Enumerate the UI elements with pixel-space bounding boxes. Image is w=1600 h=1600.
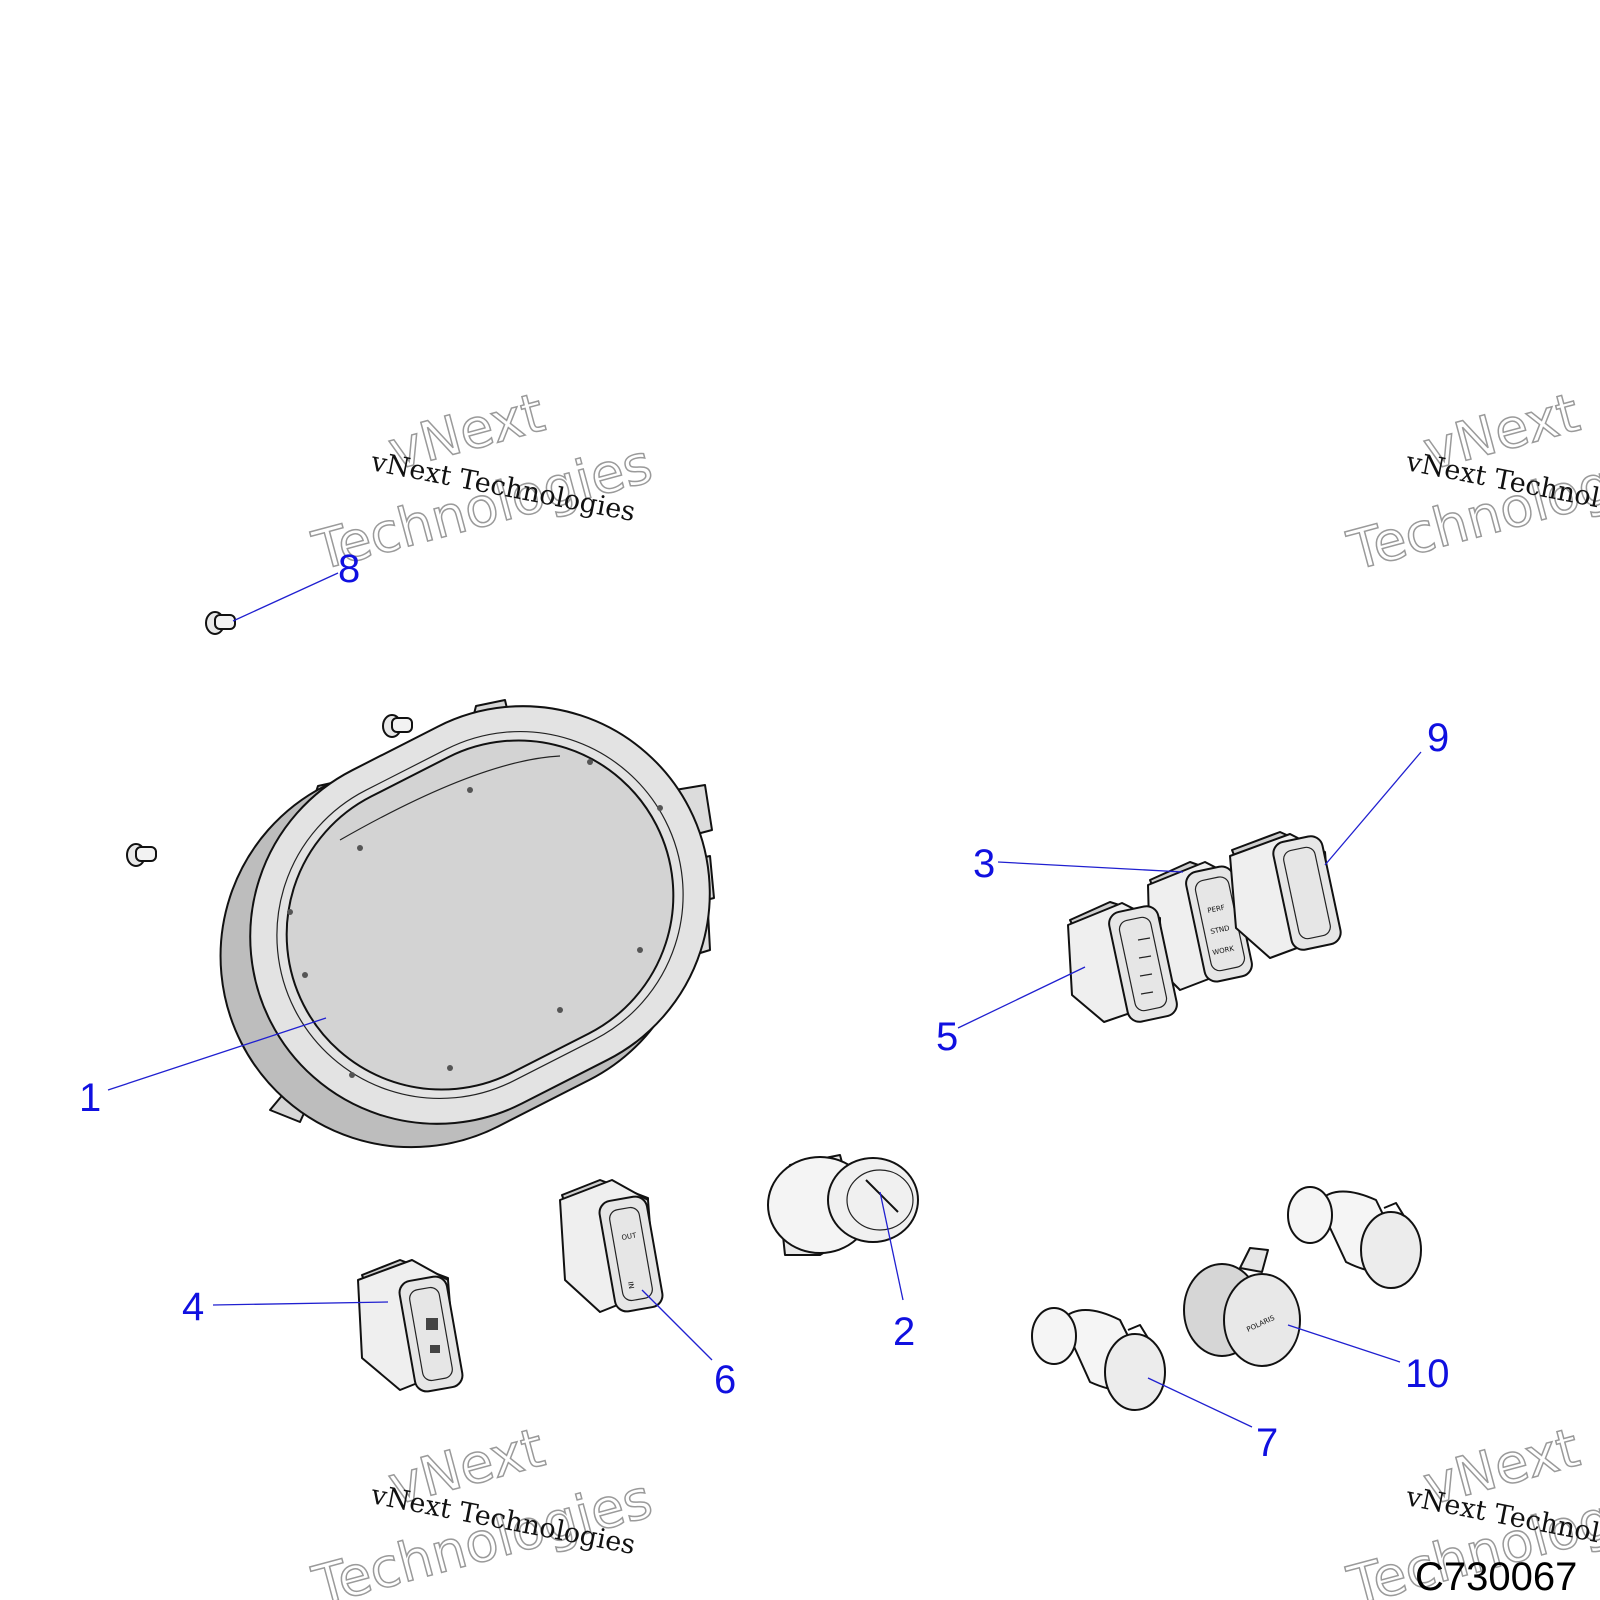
part-key-switch: [767, 1154, 919, 1256]
watermark-top-right: vNext Technologies vNext Technologies: [1340, 380, 1600, 583]
callout-9: 9: [1427, 716, 1449, 760]
figure-id: C730067: [1415, 1555, 1577, 1599]
part-screws: [126, 611, 413, 867]
leader-lines: [107, 572, 1422, 1428]
screw: [205, 611, 236, 635]
part-switch-4: [357, 1259, 464, 1393]
screw: [382, 714, 413, 738]
callout-3: 3: [973, 842, 995, 886]
svg-text:PERF: PERF: [1207, 903, 1226, 914]
callout-5: 5: [936, 1015, 958, 1059]
callout-8: 8: [338, 547, 360, 591]
callout-7: 7: [1256, 1421, 1278, 1465]
watermark-bottom-left: vNext Technologies vNext Technologies: [305, 1415, 659, 1600]
part-12v-socket: [1031, 1307, 1166, 1411]
svg-text:IN: IN: [626, 1281, 635, 1290]
svg-text:OUT: OUT: [621, 1231, 638, 1242]
part-instrument-cluster: [219, 699, 715, 1149]
part-power-socket-usb: POLARIS: [1183, 1247, 1301, 1367]
part-12v-socket: [1287, 1186, 1422, 1289]
part-drive-switch: [1067, 901, 1178, 1023]
part-winch-switch: OUT IN: [559, 1179, 664, 1313]
callout-1: 1: [79, 1076, 101, 1120]
callout-2: 2: [893, 1310, 915, 1354]
part-blank-switch: [1229, 831, 1342, 959]
svg-text:STND: STND: [1210, 924, 1231, 936]
callout-10: 10: [1405, 1352, 1450, 1396]
callout-4: 4: [182, 1285, 204, 1329]
callout-6: 6: [714, 1358, 736, 1402]
callout-labels: 1 2 3 4 5 6 7 8 9 10: [79, 547, 1450, 1465]
screw: [126, 843, 157, 867]
